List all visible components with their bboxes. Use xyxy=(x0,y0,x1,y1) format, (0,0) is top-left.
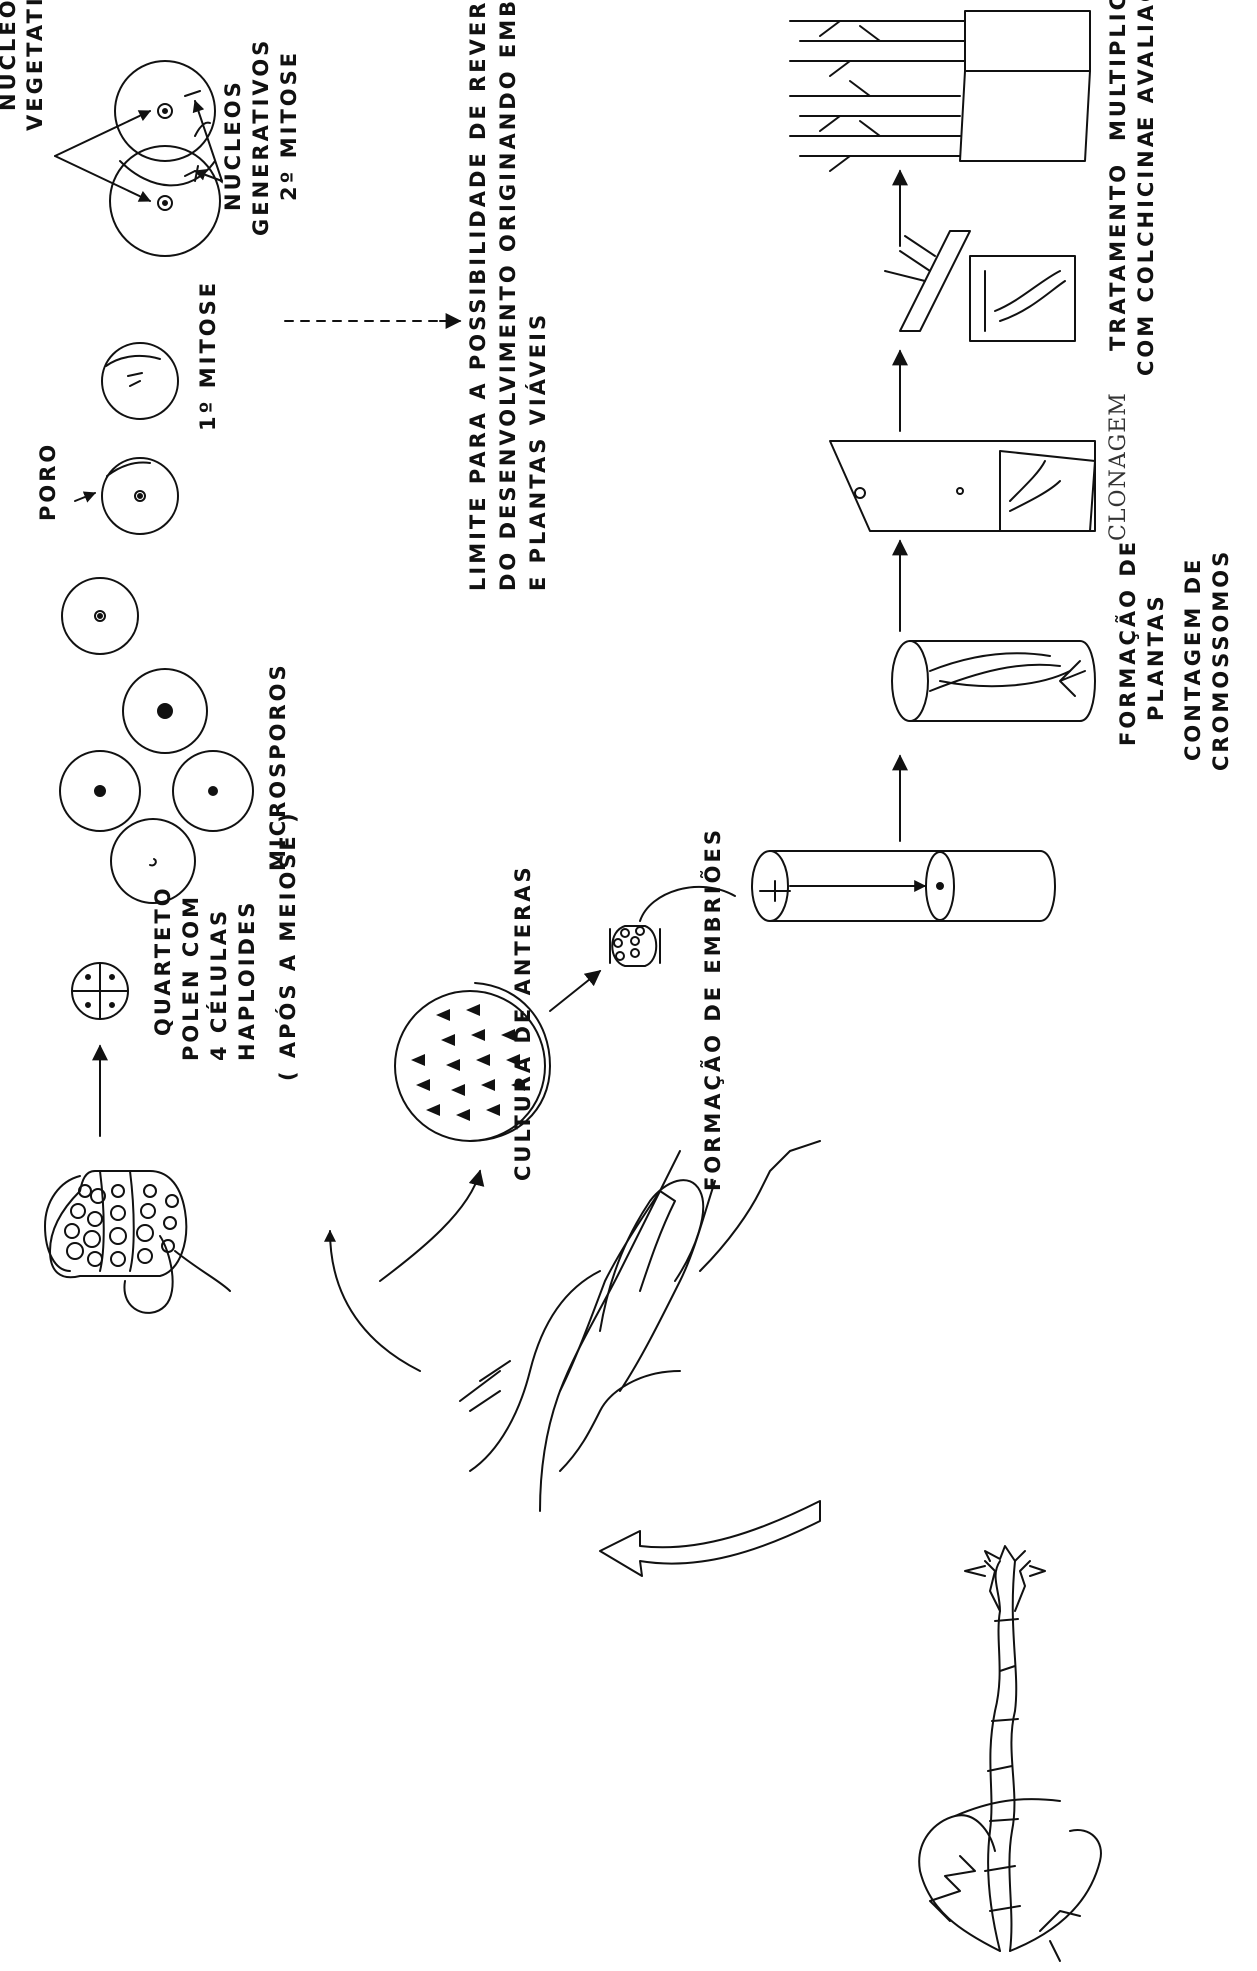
label-microsporos: MICROSPOROS xyxy=(266,662,290,871)
label-limite-1: LIMITE PARA A POSSIBILIDADE DE REVERSÃO xyxy=(465,0,490,591)
label-polen-3: HAPLOIDES xyxy=(235,900,259,1061)
label-limite-2: DO DESENVOLVIMENTO ORIGINANDO EMBRIÕES xyxy=(495,0,520,591)
label-mitose-1: 1º MITOSE xyxy=(196,280,220,431)
arrow-petri-to-capsule xyxy=(550,971,600,1011)
label-nucleo-veg-2: VEGETATIVO xyxy=(23,0,47,131)
label-tratamento-2: COM COLCHICINA xyxy=(1134,128,1158,376)
spikelet-illustration xyxy=(460,1141,820,1511)
embryo-capsule xyxy=(610,926,660,966)
arrow-flower-to-anther xyxy=(330,1231,420,1371)
colchicine-jar xyxy=(885,231,1075,341)
quarteto-cell xyxy=(72,963,128,1019)
label-multiplicacao-1: MULTIPLICAÇÃO xyxy=(1105,0,1130,141)
anther-illustration xyxy=(45,1171,230,1313)
second-mitosis-cells xyxy=(110,61,220,256)
hollow-arrow xyxy=(600,1501,820,1576)
test-tube-embryo xyxy=(752,851,1055,921)
microspores-group xyxy=(60,669,253,903)
label-tratamento-1: TRATAMENTO xyxy=(1106,162,1130,351)
corn-tassel-illustration xyxy=(919,1546,1101,1961)
label-multiplicacao-2: E AVALIAÇÃO xyxy=(1133,0,1158,131)
plant-pots xyxy=(790,11,1090,171)
label-limite-3: E PLANTAS VIÁVEIS xyxy=(525,312,550,591)
label-polen-2: 4 CÉLULAS xyxy=(206,908,231,1061)
label-clonagem: CLONAGEM xyxy=(1106,392,1131,541)
arrow-veg-1 xyxy=(55,156,150,201)
arrow-veg-2 xyxy=(55,111,150,156)
label-formacao-plantas-1: FORMAÇÃO DE xyxy=(1115,539,1140,746)
arrow-poro xyxy=(75,493,95,501)
label-formacao-embrioes: FORMAÇÃO DE EMBRIÕES xyxy=(700,827,725,1191)
label-contagem-2: CROMOSSOMOS xyxy=(1209,549,1233,771)
label-nucleos-gen-1: NÚCLEOS xyxy=(220,79,245,211)
label-formacao-plantas-2: PLANTAS xyxy=(1144,593,1168,721)
label-mitose-2: 2º MITOSE xyxy=(277,50,301,201)
label-contagem-1: CONTAGEM DE xyxy=(1181,557,1205,761)
cone-pot xyxy=(830,441,1095,531)
label-poro: PORO xyxy=(36,442,60,521)
test-tube-plants xyxy=(892,641,1095,721)
label-cultura-anteras: CULTURA DE ANTERAS xyxy=(511,864,535,1181)
label-polen-1: POLEN COM xyxy=(179,894,203,1061)
arrow-flower-to-petri xyxy=(380,1171,480,1281)
label-quarteto: QUARTETO xyxy=(151,885,175,1036)
label-nucleo-veg-1: NÚCLEO xyxy=(0,0,20,111)
label-nucleos-gen-2: GENERATIVOS xyxy=(249,38,273,236)
